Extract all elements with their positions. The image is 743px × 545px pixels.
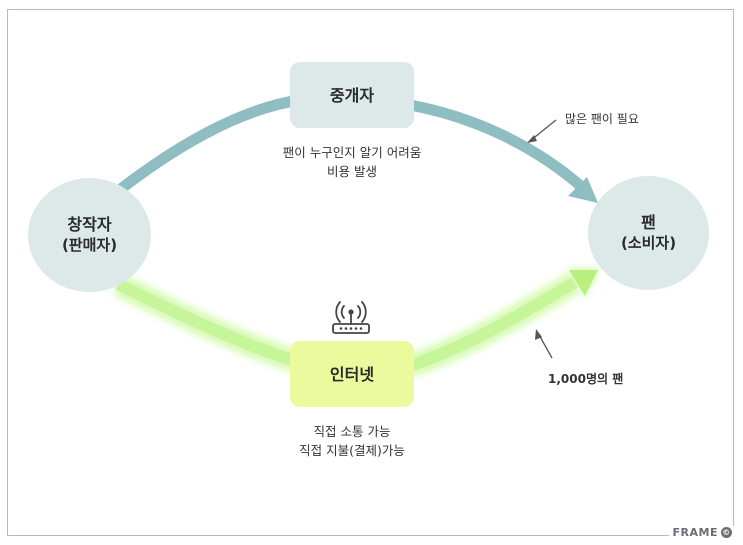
upper-arrowhead xyxy=(568,177,598,203)
internet-title: 인터넷 xyxy=(329,364,375,384)
brand-logo: FRAME © xyxy=(668,526,736,539)
copyright-icon: © xyxy=(721,527,732,538)
fan-node: 팬 (소비자) xyxy=(588,176,709,290)
fan-subtitle: (소비자) xyxy=(620,234,677,252)
creator-node: 창작자 (판매자) xyxy=(28,178,151,292)
internet-notes: 직접 소통 가능 직접 지불(결제)가능 xyxy=(240,422,464,460)
wifi-router-icon xyxy=(332,301,370,334)
lower-flow-path-2 xyxy=(408,276,579,372)
internet-node: 인터넷 xyxy=(290,341,414,407)
middleman-note-1: 팬이 누구인지 알기 어려움 xyxy=(282,145,422,160)
middleman-note-2: 비용 발생 xyxy=(327,164,377,179)
thousand-fans-callout: 1,000명의 팬 xyxy=(548,372,624,386)
fan-title: 팬 xyxy=(641,213,656,232)
lower-arrowhead xyxy=(569,270,598,296)
middleman-notes: 팬이 누구인지 알기 어려움 비용 발생 xyxy=(240,143,464,181)
many-fans-callout: 많은 팬이 필요 xyxy=(565,112,639,126)
upper-flow-path xyxy=(116,94,306,194)
brand-text: FRAME xyxy=(672,526,718,539)
internet-note-1: 직접 소통 가능 xyxy=(313,424,391,439)
creator-title: 창작자 xyxy=(67,215,112,234)
internet-note-2: 직접 지불(결제)가능 xyxy=(299,443,405,458)
middleman-node: 중개자 xyxy=(290,62,414,128)
middleman-title: 중개자 xyxy=(329,85,375,105)
diagram-frame xyxy=(7,9,734,536)
upper-flow-path-2 xyxy=(408,99,587,193)
creator-subtitle: (판매자) xyxy=(61,236,118,254)
lower-flow-path xyxy=(115,278,302,368)
